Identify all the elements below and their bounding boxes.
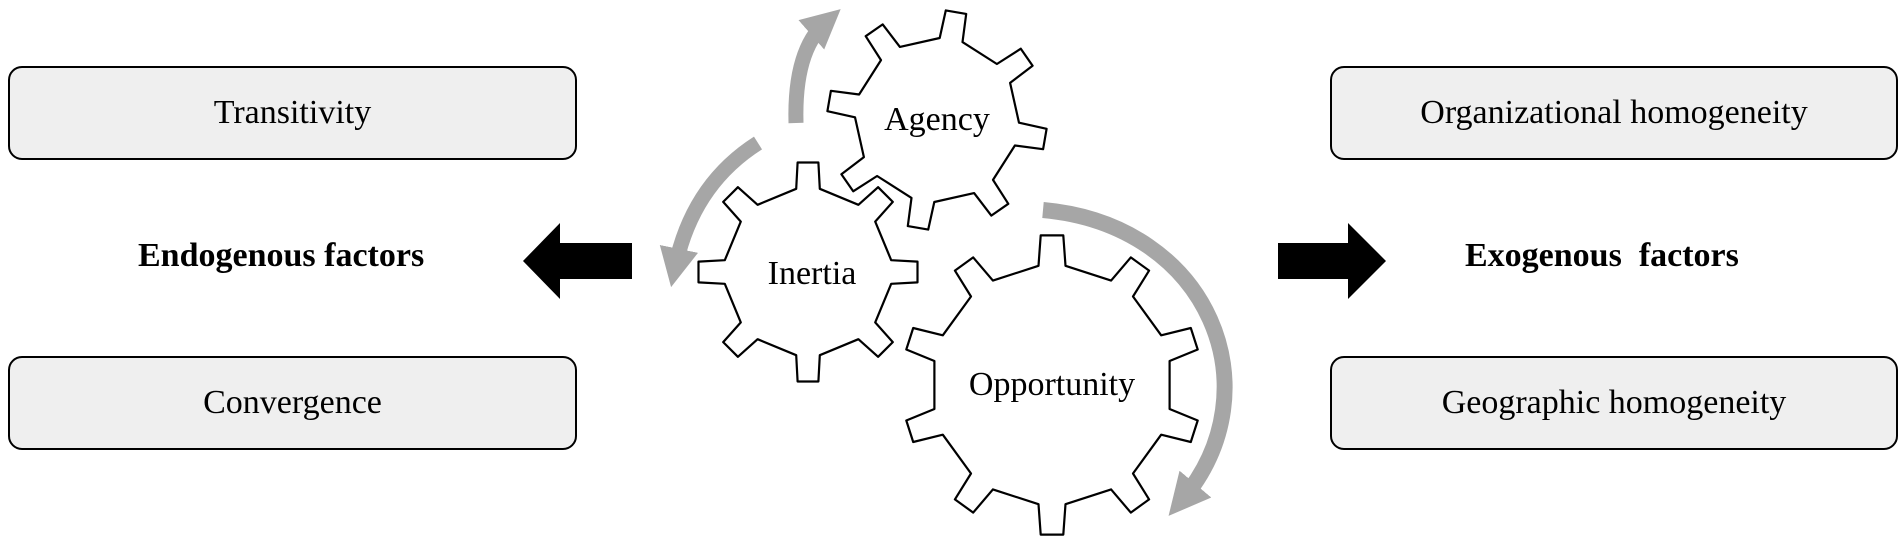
arrow-right-icon [1278, 223, 1386, 299]
gear-inertia-icon [697, 161, 919, 383]
factor-label-organizational-homogeneity: Organizational homogeneity [1420, 94, 1808, 131]
gear-agency-icon [826, 9, 1048, 231]
rotation-arrow-inertia [659, 136, 763, 288]
gear-opportunity-icon [905, 234, 1199, 536]
factor-label-convergence: Convergence [203, 384, 382, 421]
rotation-arrow-agency [788, 9, 841, 124]
factor-box-organizational-homogeneity: Organizational homogeneity [1330, 66, 1898, 160]
exogenous-factors-heading: Exogenous factors [1465, 237, 1739, 274]
rotation-arrow-opportunity [1042, 202, 1233, 516]
gear-label-opportunity: Opportunity [969, 366, 1135, 403]
factor-label-geographic-homogeneity: Geographic homogeneity [1441, 384, 1787, 421]
arrow-left-icon [523, 223, 632, 299]
gear-label-inertia: Inertia [768, 255, 857, 292]
factor-label-transitivity: Transitivity [213, 94, 372, 131]
factor-box-transitivity: Transitivity [8, 66, 577, 160]
endogenous-factors-heading: Endogenous factors [138, 237, 425, 274]
factor-box-geographic-homogeneity: Geographic homogeneity [1330, 356, 1898, 450]
gear-label-agency: Agency [884, 101, 990, 138]
factor-box-convergence: Convergence [8, 356, 577, 450]
